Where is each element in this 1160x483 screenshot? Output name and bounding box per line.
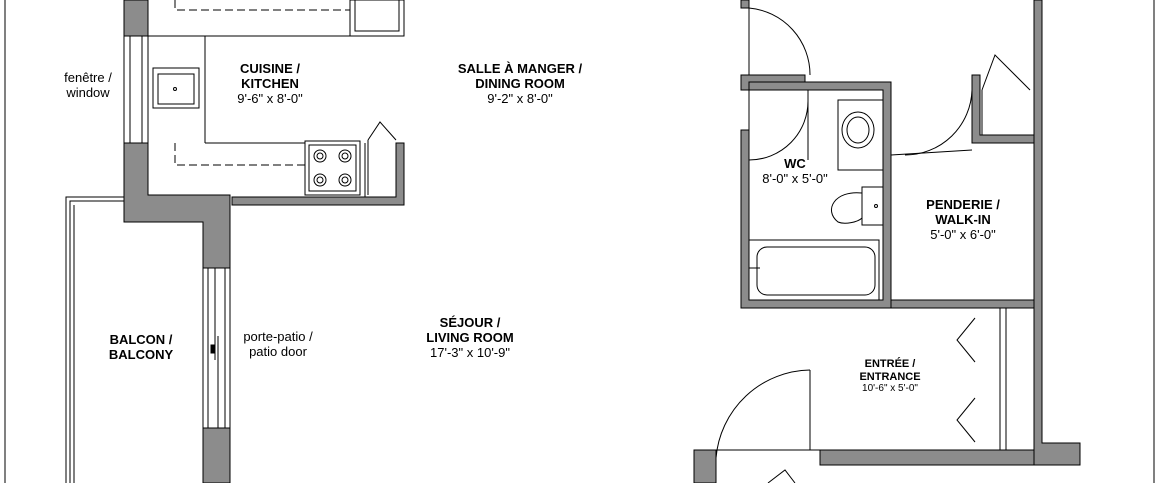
wc-label: WC 8'-0" x 5'-0" xyxy=(750,156,840,187)
living-name-en: LIVING ROOM xyxy=(426,329,514,345)
kitchen-sink xyxy=(152,67,200,109)
window-label-en: window xyxy=(66,84,110,100)
living-name-fr: SÉJOUR / xyxy=(439,315,501,330)
wc-fixtures xyxy=(748,99,884,301)
walkin-dims: 5'-0" x 6'-0" xyxy=(930,226,996,242)
entrance-dims: 10'-6" x 5'-0" xyxy=(862,383,918,395)
window-label: fenêtre / window xyxy=(56,70,120,101)
dining-name-en: DINING ROOM xyxy=(475,75,565,91)
doors xyxy=(715,7,1031,483)
kitchen-counters xyxy=(148,0,405,166)
patio-door-label: porte-patio / patio door xyxy=(233,329,323,360)
window-label-fr: fenêtre / xyxy=(64,70,112,85)
kitchen-stove xyxy=(304,121,397,197)
patio-label-en: patio door xyxy=(249,343,307,359)
dining-label: SALLE À MANGER / DINING ROOM 9'-2" x 8'-… xyxy=(440,61,600,107)
dining-dims: 9'-2" x 8'-0" xyxy=(487,90,553,106)
wc-name: WC xyxy=(784,156,806,171)
entrance-label: ENTRÉE / ENTRANCE 10'-6" x 5'-0" xyxy=(850,358,930,395)
balcony-name-en: BALCONY xyxy=(108,346,174,362)
walls-left xyxy=(123,0,405,483)
walkin-name-fr: PENDERIE / xyxy=(926,197,1000,212)
balcony-label: BALCON / BALCONY xyxy=(96,332,186,363)
living-label: SÉJOUR / LIVING ROOM 17'-3" x 10'-9" xyxy=(405,315,535,361)
balcony-name-fr: BALCON / xyxy=(109,332,173,347)
kitchen-name-fr: CUISINE / xyxy=(240,61,300,76)
kitchen-label: CUISINE / KITCHEN 9'-6" x 8'-0" xyxy=(220,61,320,107)
dining-name-fr: SALLE À MANGER / xyxy=(457,61,583,76)
patio-label-fr: porte-patio / xyxy=(243,329,313,344)
kitchen-window xyxy=(123,36,149,143)
walkin-name-en: WALK-IN xyxy=(935,211,991,227)
kitchen-dims: 9'-6" x 8'-0" xyxy=(237,90,303,106)
frame-lines xyxy=(4,0,1155,483)
entrance-name-fr: ENTRÉE / xyxy=(864,358,916,370)
wc-dims: 8'-0" x 5'-0" xyxy=(762,170,828,186)
living-dims: 17'-3" x 10'-9" xyxy=(430,344,510,360)
patio-door xyxy=(202,268,231,428)
walkin-label: PENDERIE / WALK-IN 5'-0" x 6'-0" xyxy=(908,197,1018,243)
walls-right xyxy=(693,0,1081,483)
kitchen-name-en: KITCHEN xyxy=(241,75,299,91)
balcony-railing xyxy=(65,196,124,483)
entrance-name-en: ENTRANCE xyxy=(859,370,921,383)
